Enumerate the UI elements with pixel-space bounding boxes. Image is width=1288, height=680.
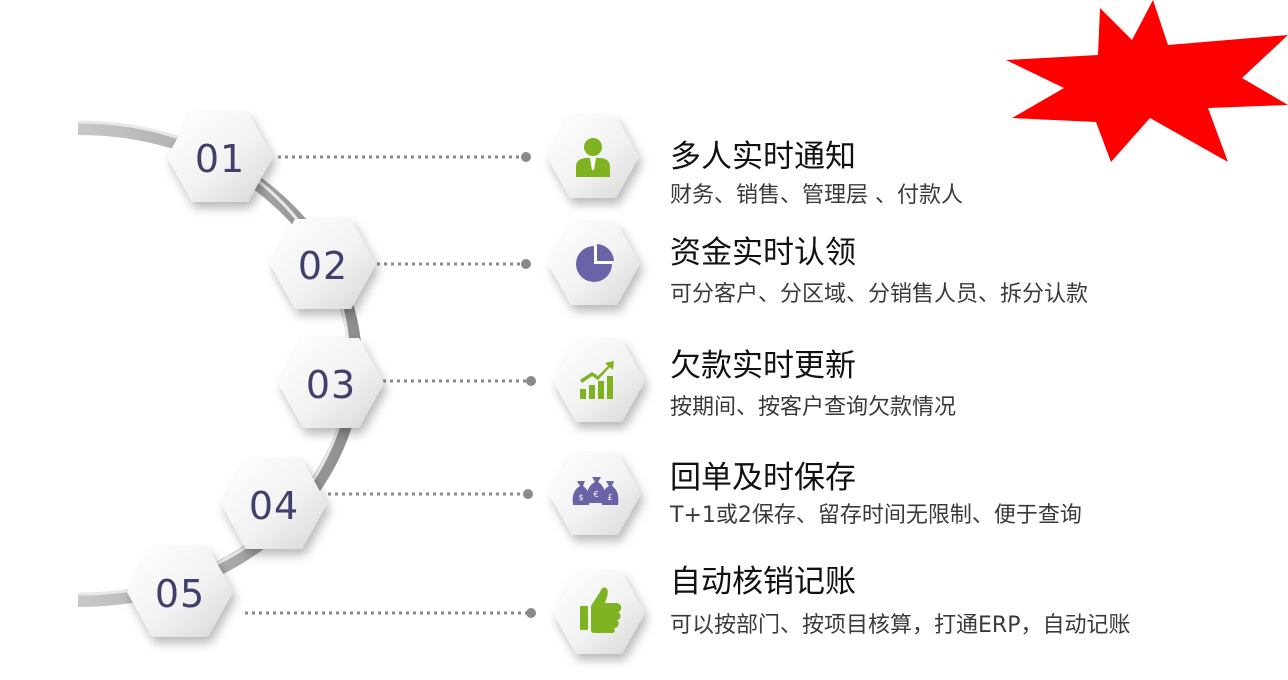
hex-04 xyxy=(221,459,327,549)
step-number-03: 03 xyxy=(305,363,357,407)
icon-hexagons xyxy=(547,116,645,654)
number-hexagons xyxy=(127,112,384,637)
svg-text:£: £ xyxy=(607,493,612,502)
item-description-4: T+1或2保存、留存时间无限制、便于查询 xyxy=(670,503,1082,528)
hex-02 xyxy=(270,219,376,309)
step-number-04: 04 xyxy=(248,484,300,528)
hex-03 xyxy=(278,338,384,428)
svg-text:€: € xyxy=(593,490,598,499)
red-starburst xyxy=(1006,0,1288,162)
item-title-1: 多人实时通知 xyxy=(670,139,856,175)
connectors xyxy=(245,152,536,618)
growth-chart-icon xyxy=(580,361,614,399)
item-title-4: 回单及时保存 xyxy=(670,460,856,496)
item-title-2: 资金实时认领 xyxy=(670,235,856,271)
item-title-3: 欠款实时更新 xyxy=(670,348,856,384)
item-description-5: 可以按部门、按项目核算，打通ERP，自动记账 xyxy=(670,613,1131,638)
step-number-01: 01 xyxy=(194,137,246,181)
item-description-1: 财务、销售、管理层 、付款人 xyxy=(670,183,963,208)
svg-text:$: $ xyxy=(578,493,583,502)
item-description-2: 可分客户、分区域、分销售人员、拆分认款 xyxy=(670,282,1089,307)
thumbs-up-icon xyxy=(580,587,622,633)
hex-05 xyxy=(127,547,233,637)
hex-01 xyxy=(167,112,273,202)
item-description-3: 按期间、按客户查询欠款情况 xyxy=(670,395,957,420)
step-number-05: 05 xyxy=(154,572,206,616)
pie-chart-icon xyxy=(576,244,614,282)
money-bags-icon: $ € £ xyxy=(572,477,619,505)
step-number-02: 02 xyxy=(297,244,349,288)
item-title-5: 自动核销记账 xyxy=(670,564,856,600)
person-icon xyxy=(576,138,610,177)
